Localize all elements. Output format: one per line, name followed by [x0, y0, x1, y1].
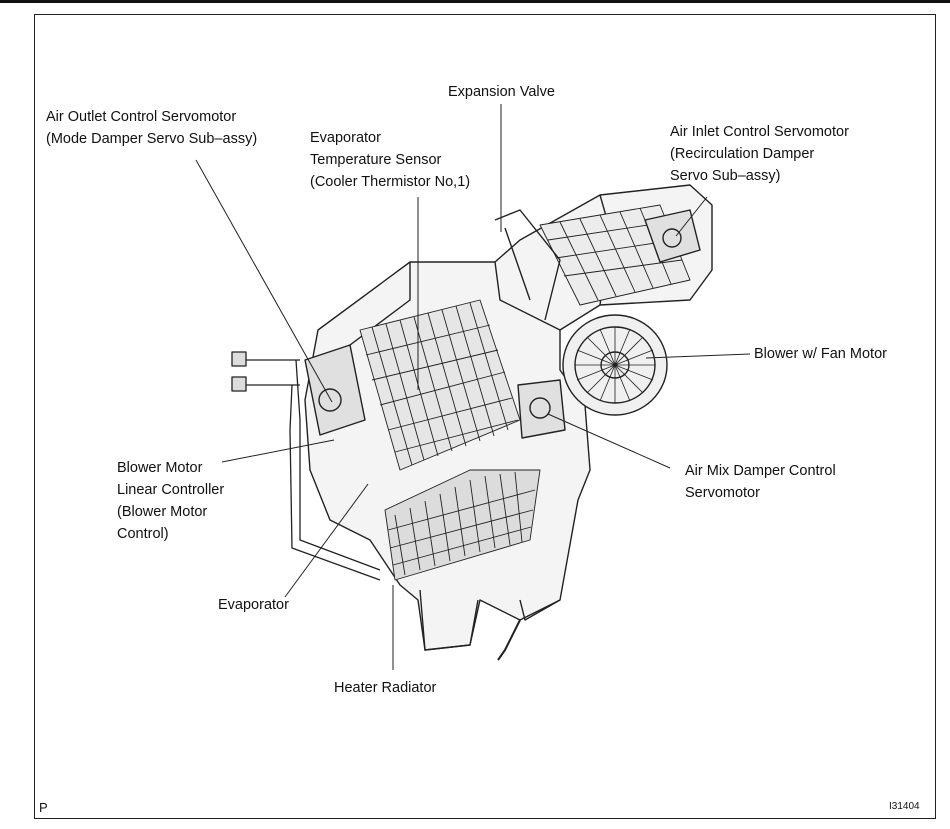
evaporator-core: [359, 299, 521, 471]
label-air-outlet-servo: Air Outlet Control Servomotor (Mode Damp…: [46, 109, 258, 147]
leader-air-mix-servo: [547, 413, 671, 469]
top-rule: [0, 0, 950, 3]
label-blower-linear-controller: Blower Motor Linear Controller (Blower M…: [117, 460, 225, 542]
leader-evaporator: [284, 483, 369, 598]
corner-mark-left: P: [39, 800, 48, 815]
figure-id: I31404: [889, 801, 920, 812]
expansion-valve-pipe: [494, 209, 561, 321]
figure-frame: [34, 14, 936, 819]
label-air-mix-servo: Air Mix Damper Control Servomotor: [685, 463, 836, 501]
label-air-inlet-servo: Air Inlet Control Servomotor (Recirculat…: [670, 124, 849, 184]
leader-blower-fan-motor: [645, 353, 751, 359]
label-heater-radiator: Heater Radiator: [334, 680, 437, 696]
blower-fan: [562, 314, 668, 416]
air-outlet-servo-body: [304, 344, 366, 436]
leader-air-outlet-servo: [195, 159, 333, 403]
leader-air-inlet-servo: [675, 196, 708, 237]
label-blower-fan-motor: Blower w/ Fan Motor: [754, 346, 887, 362]
refrigerant-pipes: [231, 351, 381, 581]
label-evaporator: Evaporator: [218, 597, 289, 613]
label-evaporator-temp-sensor: Evaporator Temperature Sensor (Cooler Th…: [310, 130, 471, 190]
air-mix-servo-body: [517, 379, 566, 439]
leader-blower-linear-controller: [221, 439, 335, 463]
lower-duct: [419, 589, 561, 661]
leader-lines: [195, 104, 751, 670]
label-expansion-valve: Expansion Valve: [448, 84, 555, 100]
heater-radiator-core: [384, 469, 541, 581]
